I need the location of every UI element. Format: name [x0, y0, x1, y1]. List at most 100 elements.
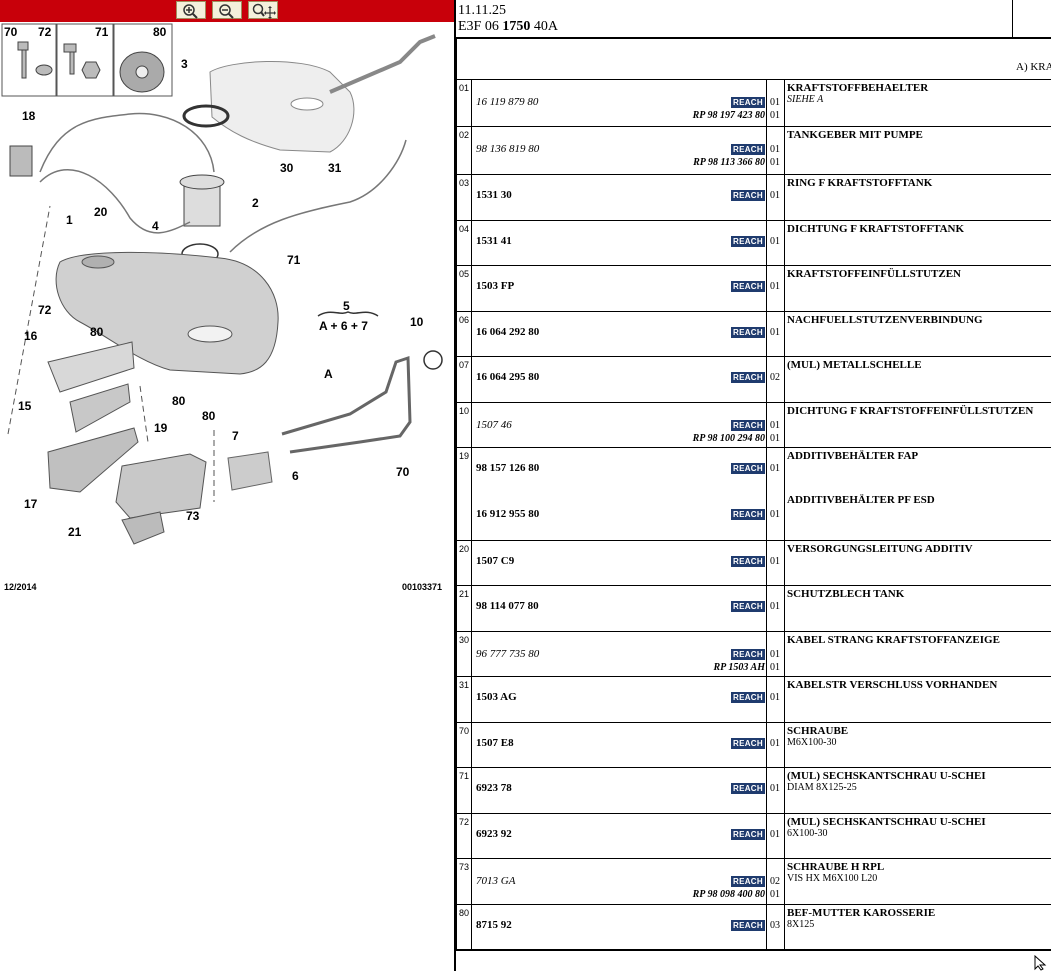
reach-badge[interactable]: REACH — [731, 601, 765, 612]
reach-badge[interactable]: REACH — [731, 144, 765, 155]
tank-background — [209, 34, 436, 153]
fuel-tank-drawing: 70 72 71 80 3 18 30 2 20 31 1 4 71 72 80… — [1, 23, 443, 545]
reach-badge[interactable]: REACH — [731, 97, 765, 108]
reach-badge[interactable]: REACH — [731, 738, 765, 749]
row-position: 73 — [459, 862, 470, 872]
callout-label: 10 — [410, 315, 424, 329]
callout-label: 71 — [287, 253, 301, 267]
part-number[interactable]: 1507 46 — [476, 419, 512, 431]
replacement-quantity: 01 — [770, 889, 780, 900]
row-position: 01 — [459, 83, 470, 93]
reach-badge[interactable]: REACH — [731, 190, 765, 201]
part-description: SCHUTZBLECH TANK — [787, 588, 905, 600]
reach-badge[interactable]: REACH — [731, 420, 765, 431]
part-number[interactable]: 96 777 735 80 — [476, 648, 540, 660]
callout-label: 7 — [232, 429, 239, 443]
part-number[interactable]: 98 114 077 80 — [476, 600, 539, 612]
reach-badge[interactable]: REACH — [731, 829, 765, 840]
reach-badge[interactable]: REACH — [731, 556, 765, 567]
table-column-divider — [471, 80, 472, 950]
reach-badge[interactable]: REACH — [731, 509, 765, 520]
reach-badge[interactable]: REACH — [731, 649, 765, 660]
header-date: 11.11.25 — [458, 3, 506, 18]
fastener-bolt-71 — [63, 43, 101, 79]
row-quantity: 01 — [770, 236, 780, 247]
pane-divider[interactable] — [454, 0, 456, 971]
part-description: (MUL) SECHSKANTSCHRAU U-SCHEI — [787, 816, 986, 828]
row-quantity: 01 — [770, 601, 780, 612]
part-number[interactable]: 6923 78 — [476, 782, 512, 794]
additive-tank-19 — [115, 453, 207, 545]
part-number[interactable]: 1507 C9 — [476, 555, 515, 567]
part-number[interactable]: 1531 30 — [476, 189, 512, 201]
reach-badge[interactable]: REACH — [731, 281, 765, 292]
reach-badge[interactable]: REACH — [731, 327, 765, 338]
reach-badge[interactable]: REACH — [731, 783, 765, 794]
callout-label: 16 — [24, 329, 38, 343]
replacement-part-number[interactable]: RP 1503 AH — [713, 662, 765, 673]
part-description-detail: M6X100-30 — [787, 737, 837, 748]
callout-label: 15 — [18, 399, 32, 413]
zoom-in-icon — [183, 4, 198, 19]
zoom-out-button[interactable] — [212, 1, 242, 19]
replacement-part-number[interactable]: RP 98 100 294 80 — [692, 433, 765, 444]
callout-label: 71 — [95, 25, 109, 39]
fastener-boxes — [1, 23, 173, 97]
reach-badge[interactable]: REACH — [731, 463, 765, 474]
callout-label: 20 — [94, 205, 108, 219]
part-number[interactable]: 8715 92 — [476, 919, 512, 931]
table-bottom-rule — [456, 950, 1051, 951]
table-border — [456, 39, 457, 951]
part-number[interactable]: 98 136 819 80 — [476, 143, 540, 155]
reach-badge[interactable]: REACH — [731, 236, 765, 247]
part-number[interactable]: 1531 41 — [476, 235, 512, 247]
part-number[interactable]: 98 157 126 80 — [476, 462, 540, 474]
part-number[interactable]: 1503 FP — [476, 280, 515, 292]
part-number[interactable]: 1503 AG — [476, 691, 517, 703]
part-number[interactable]: 16 912 955 80 — [476, 508, 540, 520]
row-quantity: 01 — [770, 829, 780, 840]
replacement-part-number[interactable]: RP 98 113 366 80 — [693, 157, 765, 168]
part-number[interactable]: 6923 92 — [476, 828, 512, 840]
part-number[interactable]: 16 064 292 80 — [476, 326, 540, 338]
reach-badge[interactable]: REACH — [731, 372, 765, 383]
part-description-detail: 6X100-30 — [787, 828, 828, 839]
callout-label: 1 — [66, 213, 73, 227]
part-number[interactable]: 16 119 879 80 — [476, 96, 539, 108]
reach-badge[interactable]: REACH — [731, 920, 765, 931]
part-number[interactable]: 16 064 295 80 — [476, 371, 540, 383]
part-description: VERSORGUNGSLEITUNG ADDITIV — [787, 543, 973, 555]
zoom-pan-button[interactable] — [248, 1, 278, 19]
replacement-part-number[interactable]: RP 98 197 423 80 — [692, 110, 765, 121]
row-quantity: 01 — [770, 509, 780, 520]
part-number[interactable]: 1507 E8 — [476, 737, 514, 749]
row-quantity: 01 — [770, 281, 780, 292]
reach-badge[interactable]: REACH — [731, 692, 765, 703]
part-number[interactable]: 7013 GA — [476, 875, 516, 887]
row-quantity: 01 — [770, 649, 780, 660]
replacement-part-number[interactable]: RP 98 098 400 80 — [692, 889, 765, 900]
zoom-in-button[interactable] — [176, 1, 206, 19]
callout-label: 80 — [153, 25, 167, 39]
row-quantity: 01 — [770, 463, 780, 474]
reach-badge[interactable]: REACH — [731, 876, 765, 887]
part-description: DICHTUNG F KRAFTSTOFFTANK — [787, 223, 965, 235]
